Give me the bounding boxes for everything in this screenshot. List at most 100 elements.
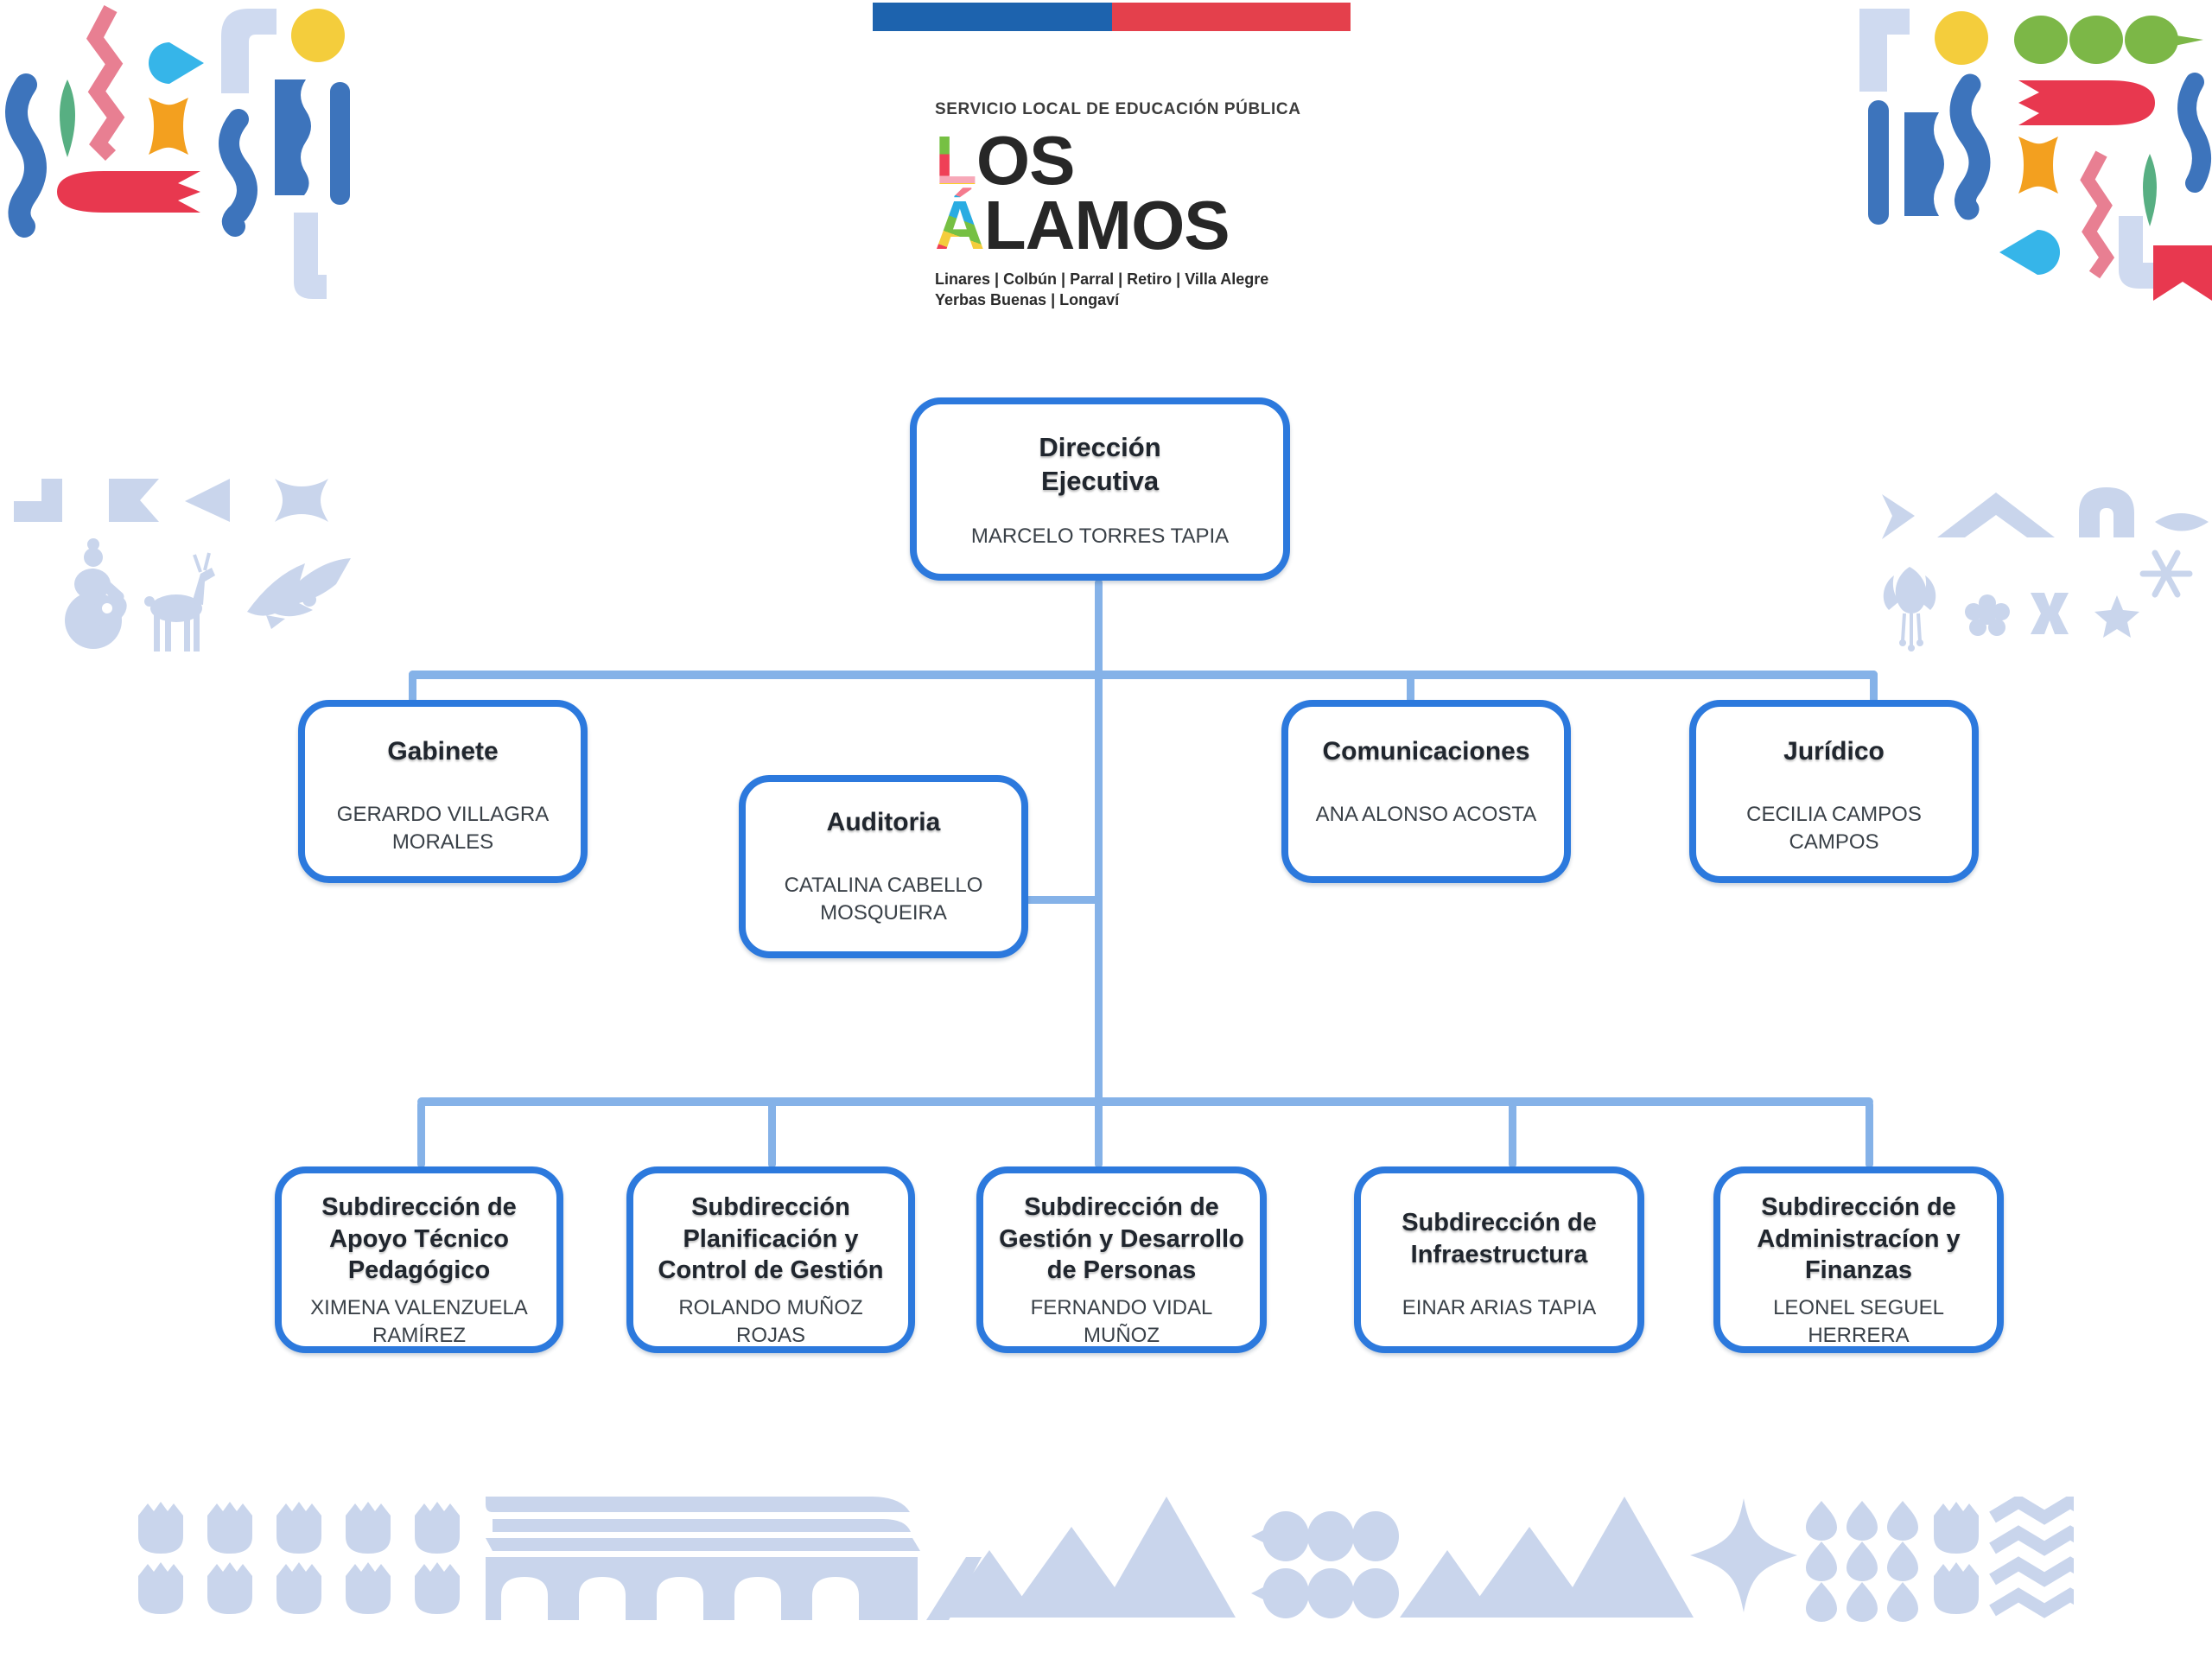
org-box-sub-planificacion: Subdirección Planificación y Control de … <box>626 1166 915 1353</box>
brand-rest: LAMOS <box>983 187 1230 264</box>
box-title: Subdirección de Infraestructura <box>1402 1209 1597 1268</box>
zigzag-pattern <box>1993 1502 2074 1611</box>
fish-shape <box>57 171 200 213</box>
flag-red-segment <box>1111 3 1351 31</box>
connector-drop-juridico <box>1870 671 1878 703</box>
box-title: Dirección Ejecutiva <box>1039 432 1161 497</box>
l-corner-shape <box>294 213 327 299</box>
zigzag-shape <box>2080 150 2115 279</box>
decorative-cluster-top-left <box>5 5 350 299</box>
box-title: Subdirección Planificación y Control de … <box>658 1192 884 1285</box>
fish-shape <box>2018 80 2155 125</box>
decorative-band-mid-left <box>14 479 351 652</box>
header-logo: SERVICIO LOCAL DE EDUCACIÓN PÚBLICA LOS … <box>935 100 1350 310</box>
hourglass-shape <box>2018 137 2058 194</box>
mountains-shape <box>942 1497 1236 1618</box>
box-person-name: CECILIA CAMPOS CAMPOS <box>1746 803 1922 854</box>
leaf-shape <box>60 79 75 157</box>
org-box-gabinete: Gabinete GERARDO VILLAGRA MORALES <box>298 700 588 883</box>
droplet-icon <box>1999 230 2060 275</box>
box-person-name: FERNANDO VIDAL MUÑOZ <box>1030 1296 1213 1347</box>
org-box-auditoria: Auditoria CATALINA CABELLO MOSQUEIRA <box>739 775 1028 958</box>
beads-shape <box>2014 16 2203 64</box>
connector-drop-comunicaciones <box>1407 675 1414 703</box>
corner-shape <box>1859 9 1910 92</box>
caret-shape <box>1937 493 2055 537</box>
wavy-flag-shape <box>1904 112 1944 216</box>
elbow-shape <box>14 479 62 522</box>
connector-main-vertical <box>1095 579 1103 1103</box>
decorative-band-mid-right <box>1882 487 2209 652</box>
box-person-name: EINAR ARIAS TAPIA <box>1402 1296 1597 1319</box>
box-person-name: ROLANDO MUÑOZ ROJAS <box>678 1296 863 1347</box>
org-box-sub-infraestructura: Subdirección de Infraestructura EINAR AR… <box>1354 1166 1644 1353</box>
brand-line2: ÁLAMOS <box>935 191 1350 260</box>
beads-shape <box>1251 1511 1399 1618</box>
decorative-cluster-top-right <box>1859 9 2212 301</box>
bowtie-shape <box>275 479 328 522</box>
org-box-juridico: Jurídico CECILIA CAMPOS CAMPOS <box>1689 700 1979 883</box>
wave-ribbon-shape <box>2177 73 2211 193</box>
org-box-sub-administracion-finanzas: Subdirección de Administracíon y Finanza… <box>1713 1166 2004 1353</box>
connector-drop-sub3 <box>1095 1101 1103 1168</box>
flag-bar <box>873 3 1351 31</box>
wave-ribbon-shape <box>1949 73 1991 220</box>
wave-ribbon-shape <box>5 73 47 238</box>
flag-shape <box>2153 245 2212 301</box>
connector-drop-sub1 <box>417 1101 425 1168</box>
arch-shape <box>2079 487 2134 537</box>
drops-grid <box>1806 1501 1918 1622</box>
box-person-name: GERARDO VILLAGRA MORALES <box>336 803 550 854</box>
org-box-comunicaciones: Comunicaciones ANA ALONSO ACOSTA <box>1281 700 1571 883</box>
chevron-shape <box>1882 494 1915 539</box>
lens-shape <box>2155 513 2209 531</box>
zigzag-shape <box>86 5 125 162</box>
box-person-name: LEONEL SEGUEL HERRERA <box>1773 1296 1944 1347</box>
bar-shape <box>1868 100 1889 225</box>
bridge-train-shape <box>486 1497 982 1620</box>
leaf-shape <box>2143 154 2157 226</box>
connector-drop-gabinete <box>409 671 416 703</box>
org-box-sub-gestion-personas: Subdirección de Gestión y Desarrollo de … <box>976 1166 1267 1353</box>
box-title: Subdirección de Gestión y Desarrollo de … <box>999 1192 1244 1285</box>
tulip-pair <box>1934 1502 1979 1614</box>
connector-level2-bar <box>409 671 1878 679</box>
brand-accent-letter: L <box>935 122 977 199</box>
connector-drop-sub5 <box>1866 1101 1873 1168</box>
star-icon <box>2094 595 2139 638</box>
banner-shape <box>109 479 159 522</box>
service-label: SERVICIO LOCAL DE EDUCACIÓN PÚBLICA <box>935 100 1301 118</box>
tulip-grid <box>138 1502 460 1614</box>
circle-shape <box>1935 11 1988 65</box>
connector-level3-bar <box>417 1097 1873 1106</box>
box-title: Auditoria <box>826 808 941 836</box>
asterisk-icon <box>2139 550 2193 598</box>
flower-shape <box>1965 594 2010 636</box>
sparkle-icon <box>1690 1498 1797 1612</box>
brand-rest: OS <box>976 122 1076 199</box>
box-title: Comunicaciones <box>1322 737 1530 766</box>
brand-line1: LOS <box>935 126 1350 195</box>
wave-ribbon-shape <box>219 109 257 237</box>
bar-shape <box>330 82 350 205</box>
org-box-direccion-ejecutiva: Dirección Ejecutiva MARCELO TORRES TAPIA <box>910 397 1290 581</box>
brand-accent-letter: Á <box>935 187 985 264</box>
box-person-name: MARCELO TORRES TAPIA <box>970 524 1230 548</box>
droplet-icon <box>149 42 204 84</box>
hourglass-shape <box>149 98 188 155</box>
copihue-flower <box>1883 567 1936 652</box>
mountains-shape <box>1400 1497 1694 1618</box>
box-person-name: XIMENA VALENZUELA RAMÍREZ <box>310 1296 528 1347</box>
communes-line2: Yerbas Buenas | Longaví <box>935 290 1120 308</box>
box-title: Subdirección de Apoyo Técnico Pedagógico <box>321 1192 517 1285</box>
org-box-sub-apoyo-tecnico: Subdirección de Apoyo Técnico Pedagógico… <box>275 1166 563 1353</box>
corner-shape <box>221 9 276 93</box>
box-title: Gabinete <box>387 737 499 766</box>
flag-blue-segment <box>873 3 1112 31</box>
decorative-band-bottom <box>138 1497 2074 1622</box>
triangle-shape <box>185 479 230 522</box>
communes-line1: Linares | Colbún | Parral | Retiro | Vil… <box>935 270 1269 289</box>
box-person-name: CATALINA CABELLO MOSQUEIRA <box>784 874 983 925</box>
connector-drop-sub4 <box>1509 1101 1516 1168</box>
connector-drop-sub2 <box>768 1101 776 1168</box>
